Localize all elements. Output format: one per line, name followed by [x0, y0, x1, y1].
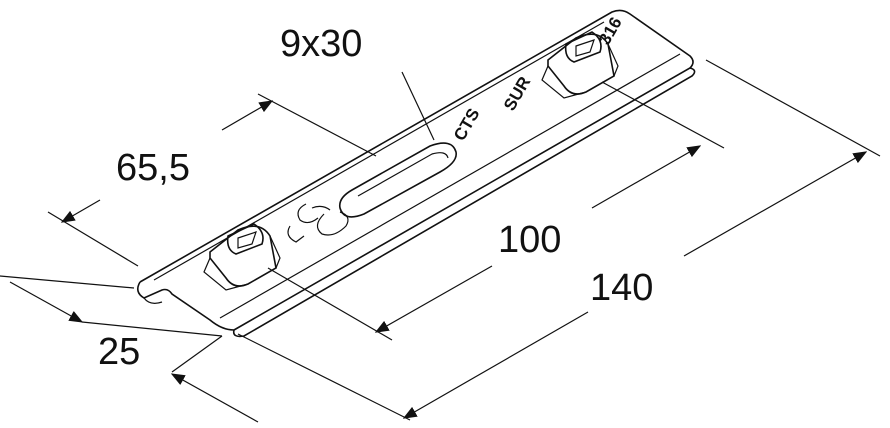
slot-hole-inner: [357, 152, 449, 197]
upper-tab: [541, 31, 619, 99]
label-140: 140: [590, 267, 653, 309]
plate-left-edge: [136, 281, 235, 331]
dim-25-ext-3: [171, 335, 223, 373]
dimension-labels: 9x30 65,5 100 140 25: [98, 23, 653, 373]
dim-25-line-a: [9, 281, 84, 323]
dim-140-ext-2: [705, 59, 881, 157]
label-100: 100: [498, 219, 561, 261]
slot-leader: [401, 71, 435, 141]
lower-tab: [203, 223, 281, 291]
dim-25-ext-2: [81, 321, 223, 337]
dimension-lines: [0, 59, 881, 423]
plate-left-roll: [143, 297, 163, 304]
label-25: 25: [98, 331, 140, 373]
dim-100-line-b: [591, 145, 702, 209]
dim-65-ext-2: [257, 93, 377, 157]
dim-65-ext-1: [47, 211, 139, 267]
dim-140-line-b: [683, 151, 868, 257]
dim-140-line-a: [402, 311, 589, 419]
dim-100-ext-2: [601, 81, 725, 149]
dim-100-line-a: [374, 265, 493, 333]
dim-65-line-b: [221, 100, 274, 131]
dim-140-ext-1: [237, 333, 411, 421]
dim-100-ext-1: [267, 267, 393, 341]
plate-bottom-edge: [232, 67, 696, 338]
ce-logo: [287, 203, 349, 243]
dim-65-line-a: [60, 199, 101, 223]
stamp-brand-b: CTS: [450, 105, 483, 144]
plate-front-groove: [219, 53, 681, 319]
label-slot: 9x30: [280, 23, 362, 65]
dim-25-ext-1: [0, 275, 135, 289]
label-65-5: 65,5: [116, 147, 190, 189]
stamp-brand-a: SUR: [500, 73, 534, 114]
slot-hole: [338, 142, 457, 218]
dim-25-line-b: [170, 373, 259, 423]
plate-top-face: [139, 9, 694, 331]
